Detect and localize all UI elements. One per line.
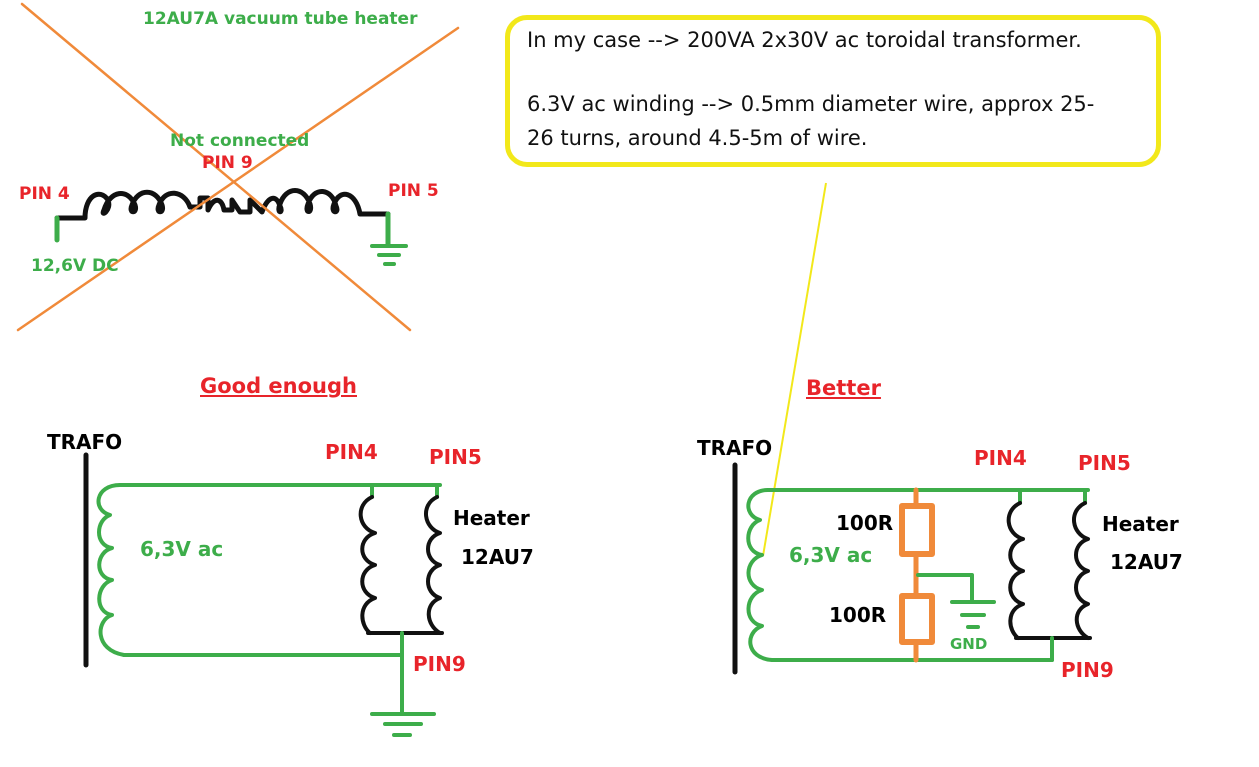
- better-pin4-label: PIN4: [974, 446, 1027, 470]
- better-trafo-winding: [746, 488, 774, 662]
- better-diagram: [732, 462, 1092, 675]
- good-tube-label: 12AU7: [461, 545, 534, 569]
- better-pin5-label: PIN5: [1078, 451, 1131, 475]
- good-heater-coil-left: [358, 495, 377, 635]
- better-pin9-label: PIN9: [1061, 658, 1114, 682]
- better-heater-coil-right: [1072, 501, 1090, 640]
- better-heater-coil-left: [1006, 501, 1025, 640]
- good-heater-label: Heater: [453, 506, 530, 530]
- good-pin4-label: PIN4: [325, 440, 378, 464]
- callout-line-3: 26 turns, around 4.5-5m of wire.: [527, 126, 868, 150]
- good-pin5-label: PIN5: [429, 445, 482, 469]
- better-r1-label: 100R: [836, 511, 894, 535]
- good-trafo-label: TRAFO: [47, 430, 123, 454]
- cross-line-1: [20, 2, 412, 332]
- good-trafo-winding: [96, 483, 126, 657]
- good-enough-diagram: [83, 452, 444, 737]
- good-voltage-label: 6,3V ac: [140, 537, 224, 561]
- top-pin4-label: PIN 4: [19, 184, 70, 204]
- better-r2-label: 100R: [829, 603, 887, 627]
- better-title: Better: [806, 376, 881, 400]
- better-gnd-wire: [916, 573, 974, 602]
- top-heater-coil: [54, 188, 391, 221]
- callout-pointer: [762, 182, 827, 557]
- better-heater-label: Heater: [1102, 512, 1179, 536]
- better-tube-label: 12AU7: [1110, 550, 1183, 574]
- cross-line-2: [16, 26, 460, 332]
- top-pin9-label: PIN 9: [202, 153, 253, 173]
- top-pin5-label: PIN 5: [388, 181, 439, 201]
- better-gnd-label: GND: [950, 635, 988, 653]
- good-pin9-label: PIN9: [413, 652, 466, 676]
- good-title: Good enough: [200, 374, 357, 398]
- better-voltage-label: 6,3V ac: [789, 543, 873, 567]
- top-supply-label: 12,6V DC: [31, 256, 119, 276]
- top-diagram-title: 12AU7A vacuum tube heater: [143, 9, 418, 29]
- better-trafo-label: TRAFO: [697, 436, 773, 460]
- callout-box: [505, 15, 1161, 167]
- better-resistor-2: [899, 593, 935, 645]
- callout-line-2: 6.3V ac winding --> 0.5mm diameter wire,…: [527, 92, 1095, 116]
- better-resistor-1: [899, 503, 935, 557]
- good-heater-coil-right: [424, 495, 442, 635]
- top-heater-diagram: [16, 2, 460, 332]
- callout-line-1: In my case --> 200VA 2x30V ac toroidal t…: [527, 28, 1082, 52]
- top-not-connected-label: Not connected: [170, 131, 310, 151]
